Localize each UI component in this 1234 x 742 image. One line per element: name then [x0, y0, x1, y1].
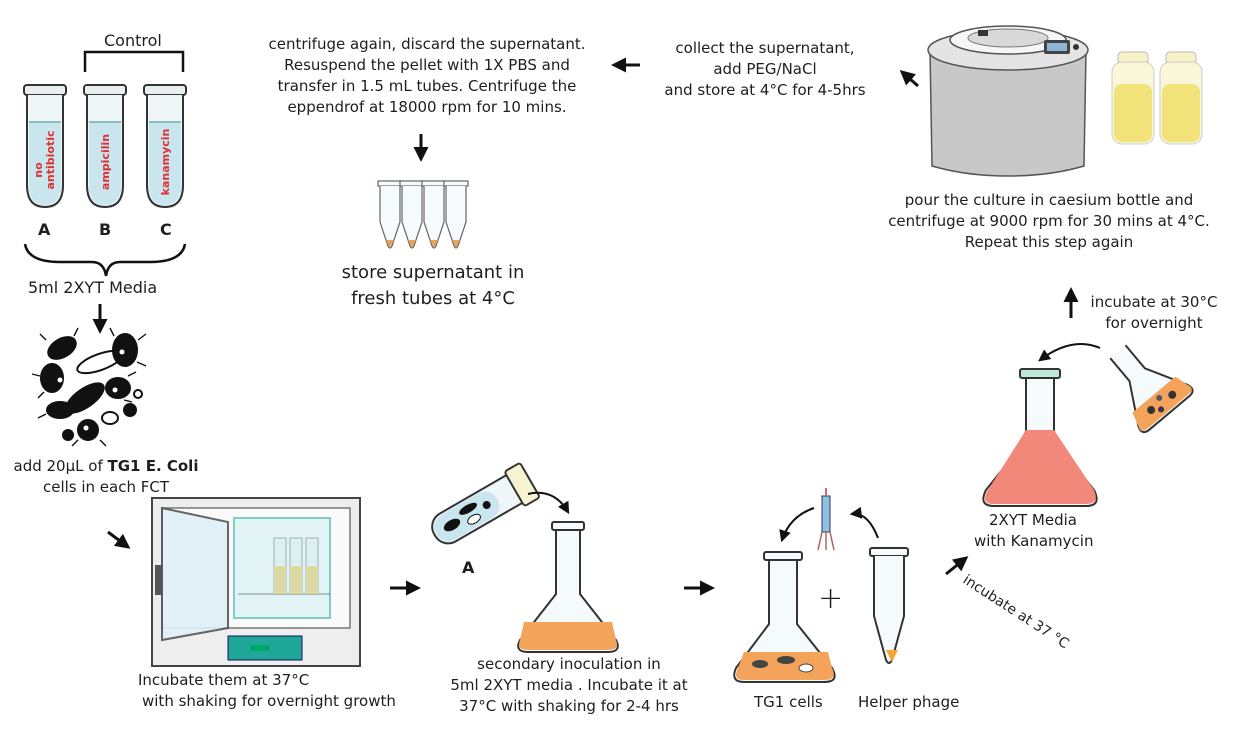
- incubate-overnight-line1: Incubate them at 37°C: [138, 671, 310, 689]
- eppendorf-tube-1: [377, 180, 403, 249]
- secondary-flask: [517, 521, 619, 653]
- centrifuge-again-text: centrifuge again, discard the supernatan…: [246, 34, 608, 118]
- arrow-to-kan-flask: [945, 556, 969, 576]
- tube-c-letter: C: [160, 220, 172, 239]
- arrow-to-incubator: [107, 530, 131, 549]
- add-cells-strain: TG1 E. Coli: [107, 457, 199, 475]
- centrifuge-again-line3: transfer in 1.5 mL tubes. Centrifuge the: [277, 77, 577, 95]
- incubate-overnight-line2: with shaking for overnight growth: [142, 692, 396, 710]
- test-tube-b: [83, 84, 127, 209]
- eppendorf-tube-2: [399, 180, 425, 249]
- add-cells-text: add 20μL of TG1 E. Coli cells in each FC…: [8, 456, 204, 498]
- add-cells-line2: cells in each FCT: [42, 478, 170, 496]
- collect-line3: and store at 4°C for 4-5hrs: [664, 81, 866, 99]
- tg1-cells-label: TG1 cells: [754, 693, 823, 711]
- incubate-overnight-text: Incubate them at 37°C with shaking for o…: [138, 670, 396, 712]
- test-tube-c: [143, 84, 187, 209]
- secondary-inoculation-text: secondary inoculation in 5ml 2XYT media …: [446, 654, 692, 717]
- tube-a-label-line1: no: [32, 162, 45, 178]
- tube-b-label: ampicilin: [99, 134, 112, 190]
- store-line1: store supernatant in: [341, 262, 525, 283]
- centrifuge-again-line2: Resuspend the pellet with 1X PBS and: [284, 56, 570, 74]
- collect-text: collect the supernatant, add PEG/NaCl an…: [652, 38, 878, 101]
- bacteria-cluster: [31, 327, 147, 447]
- secondary-line2: 5ml 2XYT media . Incubate it at: [450, 676, 688, 694]
- secondary-line3: 37°C with shaking for 2-4 hrs: [459, 697, 679, 715]
- tube-b-letter: B: [99, 220, 112, 239]
- eppendorf-tube-4: [443, 180, 469, 249]
- pour-arrow-kan: [1038, 343, 1101, 362]
- centrifuge-line1: pour the culture in caesium bottle and: [904, 191, 1194, 209]
- incubate-30-line1: incubate at 30°C: [1090, 293, 1218, 311]
- collect-line1: collect the supernatant,: [675, 39, 855, 57]
- control-bracket: [83, 50, 185, 72]
- tilted-culture-flask: [1109, 344, 1194, 434]
- secondary-tube-letter: A: [462, 558, 475, 577]
- arrow-phage-to-flask: [779, 507, 815, 543]
- kanamycin-flask: [982, 368, 1098, 507]
- media-label: 5ml 2XYT Media: [28, 278, 158, 297]
- eppendorf-tube-3: [421, 180, 447, 249]
- centrifuge-illustration: [927, 25, 1089, 177]
- collect-line2: add PEG/NaCl: [713, 60, 817, 78]
- secondary-line1: secondary inoculation in: [477, 655, 661, 673]
- centrifuge-text: pour the culture in caesium bottle and c…: [870, 190, 1228, 253]
- tubes-curly-brace: [23, 243, 187, 277]
- add-cells-prefix: add 20μL of: [13, 457, 108, 475]
- store-text: store supernatant in fresh tubes at 4°C: [326, 260, 540, 312]
- plus-sign: +: [818, 581, 844, 616]
- incubator-illustration: [151, 497, 361, 667]
- tube-a-letter: A: [38, 220, 51, 239]
- centrifuge-again-line4: eppendrof at 18000 rpm for 10 mins.: [287, 98, 567, 116]
- centrifuge-line3: Repeat this step again: [964, 233, 1134, 251]
- incubate-37-label: incubate at 37 °C: [960, 572, 1072, 652]
- test-tube-a: [23, 84, 67, 209]
- tilted-tube-a: [431, 462, 540, 545]
- caesium-bottles: [1111, 51, 1203, 145]
- helper-phage-label: Helper phage: [858, 693, 960, 711]
- tube-c-label: kanamycin: [159, 129, 172, 196]
- kan-flask-text: 2XYT Media with Kanamycin: [974, 510, 1094, 552]
- arrow-centrifuge-to-collect: [899, 70, 919, 88]
- incubate-30-line2: for overnight: [1105, 314, 1203, 332]
- kan-flask-line1: 2XYT Media: [989, 511, 1077, 529]
- control-label: Control: [104, 31, 162, 50]
- store-line2: fresh tubes at 4°C: [351, 288, 515, 309]
- incubate-30-text: incubate at 30°C for overnight: [1080, 292, 1228, 334]
- tg1-flask: [733, 551, 836, 683]
- centrifuge-again-line1: centrifuge again, discard the supernatan…: [268, 35, 586, 53]
- kan-flask-line2: with Kanamycin: [974, 532, 1094, 550]
- phage-illustration: [817, 488, 835, 551]
- helper-phage-tube: [869, 547, 909, 664]
- tube-a-label-line2: antibiotic: [44, 130, 57, 189]
- centrifuge-line2: centrifuge at 9000 rpm for 30 mins at 4°…: [888, 212, 1210, 230]
- pour-arrow-secondary: [527, 491, 570, 515]
- arrow-helper-to-phage: [849, 506, 879, 539]
